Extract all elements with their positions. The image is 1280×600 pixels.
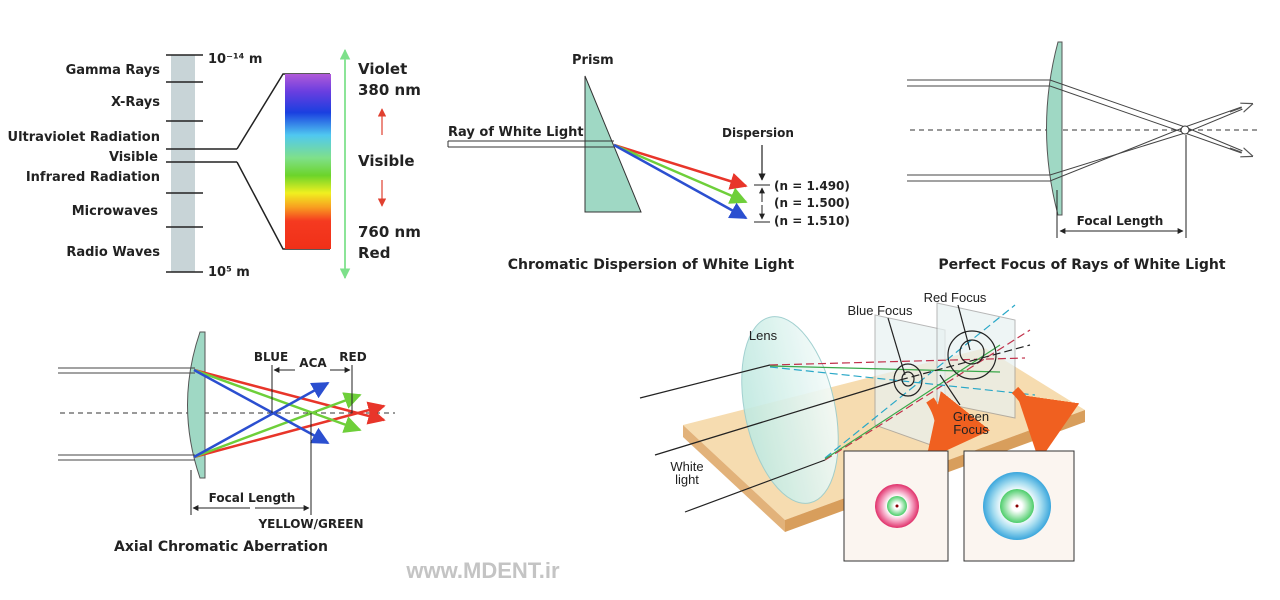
scale-top: 10⁻¹⁴ m [208, 52, 262, 67]
index-green: (n = 1.500) [774, 196, 850, 210]
axial-title: Axial Chromatic Aberration [114, 539, 328, 555]
visible-label: Visible [358, 152, 415, 170]
chromatic-dispersion: Prism Ray of White Light Dispersion (n =… [447, 53, 850, 273]
red-label: RED [339, 350, 366, 364]
prism-label: Prism [572, 53, 614, 68]
band-infrared: Infrared Radiation [26, 170, 160, 185]
violet-label: Violet [358, 60, 407, 78]
blue-focus-label: Blue Focus [847, 303, 913, 318]
arrow-icon [1011, 386, 1080, 462]
red-focus-label: Red Focus [924, 290, 987, 305]
red-wavelength: 760 nm [358, 223, 421, 241]
lens-focus-illustration: Lens Blue Focus Red Focus Green Focus Wh… [639, 290, 1085, 562]
blue-label: BLUE [254, 350, 288, 364]
scale-bottom: 10⁵ m [208, 265, 250, 280]
green-focus-label-2: Focus [953, 422, 989, 437]
band-gamma: Gamma Rays [66, 63, 161, 78]
dispersion-label: Dispersion [722, 126, 794, 140]
perfect-focus-title: Perfect Focus of Rays of White Light [938, 257, 1225, 273]
ray-blue [613, 143, 748, 220]
perfect-focus: Focal Length Perfect Focus of Rays of Wh… [907, 41, 1258, 273]
band-ultraviolet: Ultraviolet Radiation [8, 130, 160, 145]
band-microwaves: Microwaves [72, 204, 159, 219]
ray-green [613, 143, 748, 204]
band-visible: Visible [109, 150, 158, 165]
focal-length-label: Focal Length [209, 491, 296, 505]
axial-chromatic-aberration: BLUE ACA RED Focal Length YELLOW/GREEN A… [58, 331, 395, 555]
lens-label: Lens [749, 328, 778, 343]
focal-point [1180, 125, 1190, 135]
lens [1046, 41, 1063, 216]
aca-label: ACA [299, 356, 327, 370]
green-focus-label-1: Green [953, 409, 989, 424]
ray-red [613, 143, 748, 190]
ray-label: Ray of White Light [448, 125, 584, 140]
dispersion-title: Chromatic Dispersion of White Light [508, 257, 795, 273]
visible-spectrum-gradient [285, 74, 331, 249]
violet-wavelength: 380 nm [358, 81, 421, 99]
band-radio: Radio Waves [66, 245, 160, 260]
yellow-green-label: YELLOW/GREEN [257, 517, 363, 531]
band-xray: X-Rays [111, 95, 160, 110]
index-red: (n = 1.490) [774, 179, 850, 193]
prism [584, 75, 642, 213]
white-light-label-2: light [675, 472, 699, 487]
red-label: Red [358, 244, 390, 262]
electromagnetic-spectrum: Gamma Rays X-Rays Ultraviolet Radiation … [8, 48, 421, 280]
index-blue: (n = 1.510) [774, 214, 850, 228]
focal-length-label: Focal Length [1077, 214, 1164, 228]
white-light-label-1: White [670, 459, 703, 474]
spectrum-bar [171, 55, 195, 272]
watermark: www.MDENT.ir [405, 558, 560, 583]
